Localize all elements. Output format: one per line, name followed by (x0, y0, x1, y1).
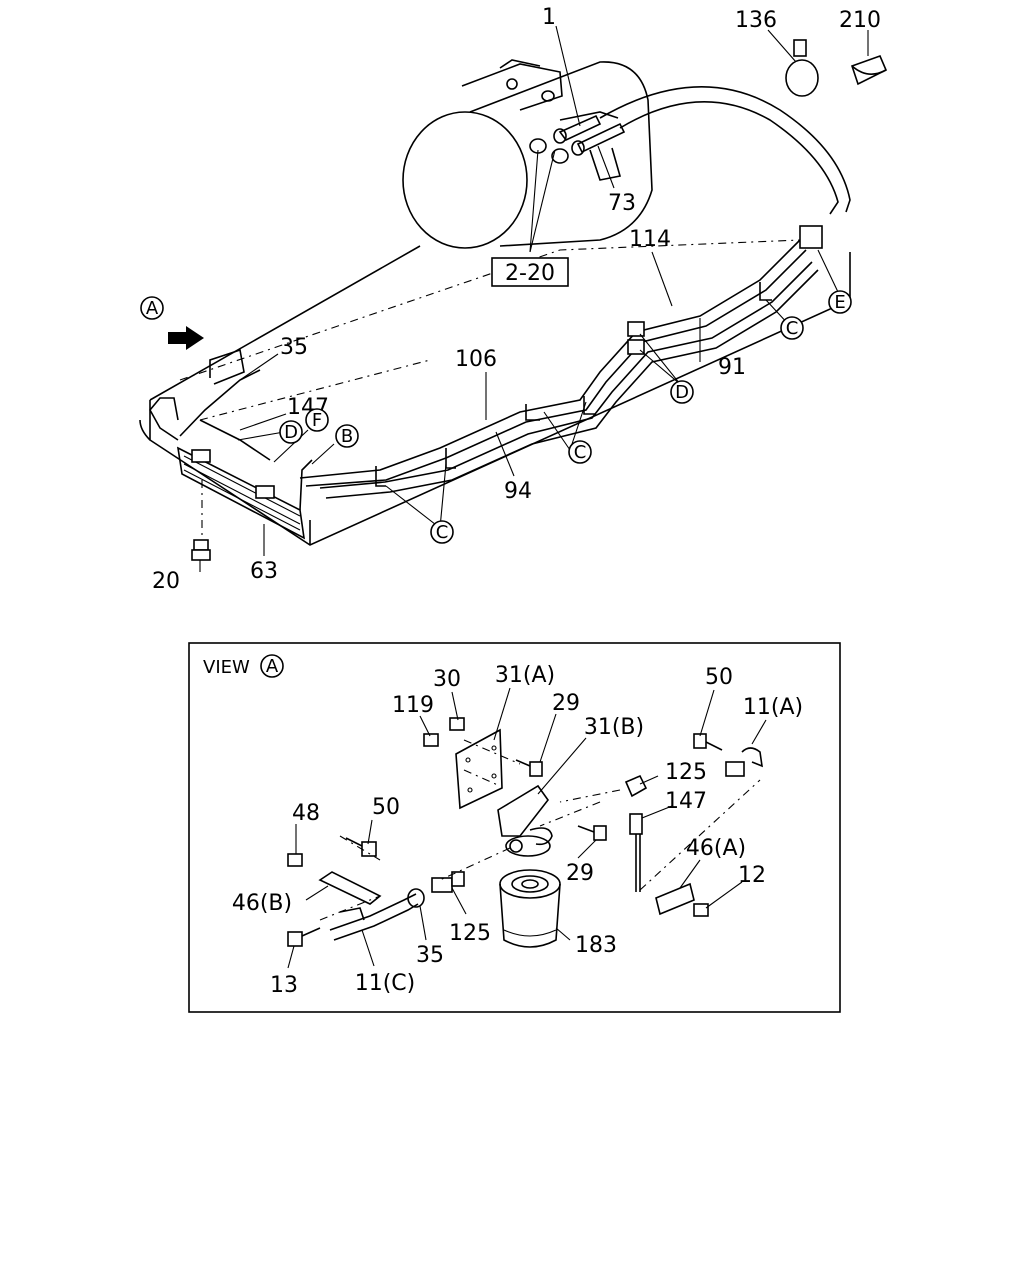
view-callout-48: 48 (292, 801, 320, 826)
assembly-axes (319, 739, 761, 921)
hose-fittings (553, 114, 626, 156)
oil-cooler (149, 348, 313, 540)
view-callout-50a: 50 (705, 665, 733, 690)
leader-lines (199, 25, 869, 572)
letter-b: B (341, 426, 353, 447)
view-callout-13: 13 (270, 973, 298, 998)
plate-46b (318, 871, 382, 905)
bracket-31a (455, 728, 503, 810)
callout-210: 210 (839, 8, 881, 33)
ref-box-label: 2-20 (505, 261, 555, 286)
pipe-11c (329, 888, 425, 941)
callout-136: 136 (735, 8, 777, 33)
callout-114: 114 (629, 227, 671, 252)
view-callout-147: 147 (665, 789, 707, 814)
view-a-panel: VIEW A (188, 642, 841, 1013)
callout-1: 1 (542, 5, 556, 30)
top-assembly: 2-20 1 136 210 73 114 35 147 106 91 94 2… (139, 5, 888, 594)
letter-e: E (834, 292, 845, 313)
view-callout-31a: 31(A) (495, 663, 555, 688)
letter-c3: C (786, 318, 799, 339)
engine-housing (402, 59, 653, 249)
view-callout-31b: 31(B) (584, 715, 644, 740)
letter-d2: D (675, 382, 689, 403)
bolt-20 (191, 539, 211, 561)
letter-callouts: A B D F C C D C E (140, 290, 852, 544)
plate-46a (655, 882, 695, 916)
callout-73: 73 (608, 191, 636, 216)
view-a-letter: A (266, 656, 279, 677)
view-a-frame (188, 642, 841, 1013)
clip-136 (785, 39, 819, 97)
fitting-125b (431, 871, 465, 893)
callout-63: 63 (250, 559, 278, 584)
view-arrow (168, 326, 204, 350)
view-callout-125b: 125 (449, 921, 491, 946)
view-callout-119: 119 (392, 693, 434, 718)
view-callout-29b: 29 (566, 861, 594, 886)
filter-183 (499, 869, 561, 948)
letter-c2: C (574, 442, 587, 463)
cushion-210 (850, 54, 888, 86)
callout-94: 94 (504, 479, 532, 504)
view-leader-lines (287, 687, 767, 969)
view-callout-29a: 29 (552, 691, 580, 716)
clip-11a (725, 747, 763, 777)
filter-head-31b (497, 784, 553, 857)
view-callout-46b: 46(B) (232, 891, 292, 916)
pipe-147 (624, 774, 648, 892)
view-callout-30: 30 (433, 667, 461, 692)
cooler-lines (299, 86, 851, 499)
callout-91: 91 (718, 355, 746, 380)
callout-20: 20 (152, 569, 180, 594)
view-callout-12: 12 (738, 863, 766, 888)
fasteners (287, 717, 723, 947)
view-callout-125a: 125 (665, 760, 707, 785)
view-callout-11a: 11(A) (743, 695, 803, 720)
view-callout-46a: 46(A) (686, 836, 746, 861)
letter-c1: C (436, 522, 449, 543)
letter-d1: D (284, 422, 298, 443)
view-a-title: VIEW (203, 657, 250, 678)
callout-106: 106 (455, 347, 497, 372)
view-callout-50b: 50 (372, 795, 400, 820)
ref-box (491, 257, 569, 287)
view-callout-11c: 11(C) (355, 971, 416, 996)
callout-35: 35 (280, 335, 308, 360)
letter-a: A (146, 298, 159, 319)
letter-f: F (312, 410, 322, 431)
view-callout-183: 183 (575, 933, 617, 958)
view-callout-35: 35 (416, 943, 444, 968)
transmission-pan (139, 239, 851, 546)
